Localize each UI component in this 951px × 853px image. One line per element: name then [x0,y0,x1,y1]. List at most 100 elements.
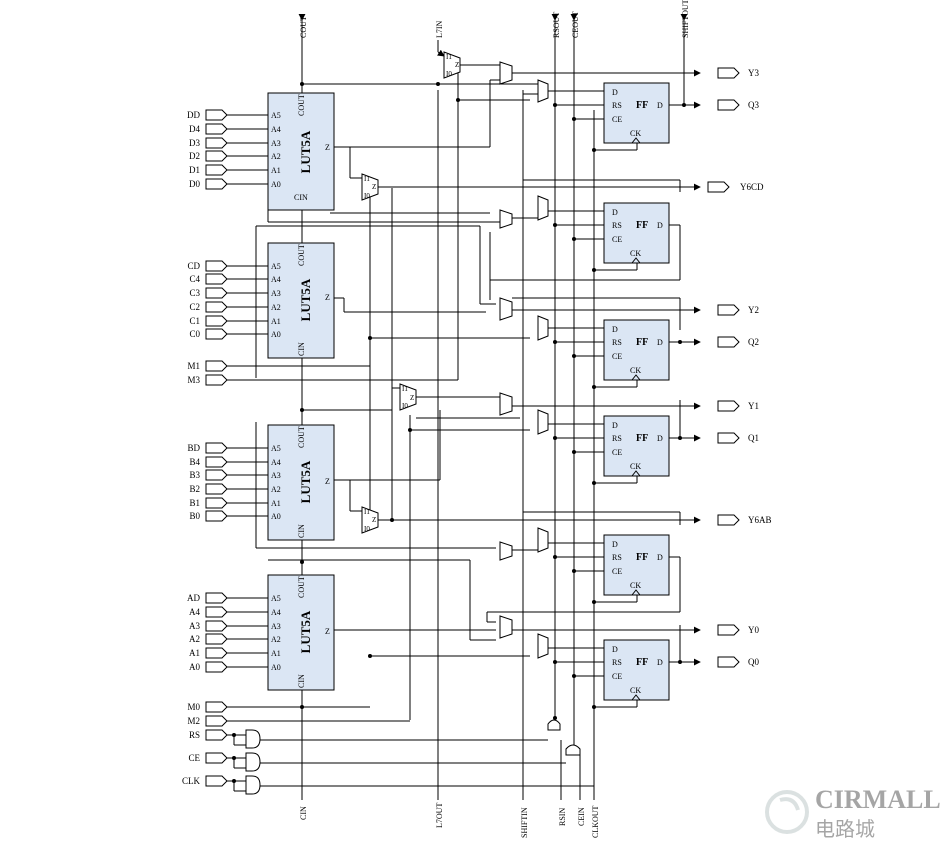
svg-text:D: D [612,645,618,654]
lut-block-a [267,574,335,691]
input-label: C4 [189,274,200,284]
output-label: Q1 [748,433,759,443]
svg-text:FF: FF [636,100,648,111]
rs-ce-gates [547,716,581,800]
input-label: B0 [189,511,200,521]
svg-text:RS: RS [612,658,622,667]
lut-block-d [267,92,335,211]
svg-text:CEOUT: CEOUT [571,11,580,38]
svg-text:D: D [612,208,618,217]
input-label: B4 [189,457,200,467]
svg-text:A2: A2 [271,635,281,644]
lut-title: LUT5A [298,130,313,173]
svg-text:A1: A1 [271,166,281,175]
input-label: D0 [189,179,200,189]
input-label: B3 [189,470,200,480]
input-label: D3 [189,138,200,148]
lut-z: Z [325,293,330,302]
output-label: Y6AB [748,515,772,525]
svg-text:CE: CE [612,448,622,457]
svg-text:CEIN: CEIN [577,807,586,826]
svg-text:CK: CK [630,129,641,138]
svg-text:RS: RS [612,434,622,443]
l7in-arrow [436,40,445,57]
input-label: D2 [189,151,200,161]
svg-text:RS: RS [612,101,622,110]
svg-text:D: D [657,553,663,562]
svg-text:A0: A0 [271,512,281,521]
svg-text:RSIN: RSIN [558,808,567,826]
output-label: Y1 [748,401,759,411]
input-label: RS [189,730,200,740]
svg-text:I1: I1 [364,508,370,516]
output-pins [707,67,740,668]
svg-text:D: D [657,434,663,443]
svg-text:A2: A2 [271,303,281,312]
input-label: M2 [187,716,200,726]
lut-z: Z [325,627,330,636]
input-label: CLK [182,776,201,786]
input-label: M0 [187,702,200,712]
svg-text:CE: CE [612,672,622,681]
input-label: A3 [189,621,200,631]
svg-text:I1: I1 [446,53,452,61]
lut-cin: CIN [297,524,306,538]
control-buffers [227,729,594,795]
ff-wiring [490,69,701,708]
svg-text:SHIFTIN: SHIFTIN [520,807,529,838]
svg-text:A0: A0 [271,180,281,189]
svg-text:CLKOUT: CLKOUT [591,805,600,838]
input-labels: DD D4 D3 D2 D1 D0 CD C4 C3 C2 C1 C0 M1 M… [182,110,201,786]
svg-text:I0: I0 [364,525,370,533]
svg-text:A5: A5 [271,262,281,271]
svg-text:D: D [657,101,663,110]
svg-text:D: D [657,338,663,347]
watermark-logo: CIRMALL 电路城 [765,785,941,841]
svg-text:A5: A5 [271,111,281,120]
svg-text:RSOUT: RSOUT [552,12,561,38]
svg-text:RS: RS [612,338,622,347]
output-label: Y3 [748,68,759,78]
svg-text:CE: CE [612,115,622,124]
input-pins [205,109,458,787]
svg-text:A4: A4 [271,125,281,134]
routing-wires [255,64,701,657]
lut-cout: COUT [297,94,306,116]
input-label: C3 [189,288,200,298]
output-label: Y6CD [740,182,764,192]
svg-text:I1: I1 [402,385,408,393]
ff-input-gates [499,61,549,659]
input-label: BD [187,443,200,453]
watermark-brand: CIRMALL [815,785,941,814]
svg-text:A3: A3 [271,289,281,298]
input-label: C1 [189,316,200,326]
output-label: Y0 [748,625,759,635]
svg-text:Z: Z [410,394,414,402]
lut-title: LUT5A [298,278,313,321]
lut-pin-labels: A5 A4 A3 A2 A1 A0 A5 A4 A3 A2 A1 A0 A5 A… [271,111,281,672]
svg-text:A0: A0 [271,330,281,339]
mux-shapes [361,51,461,534]
svg-text:D: D [612,325,618,334]
lut-labels: LUT5A LUT5A LUT5A LUT5A COUT COUT COUT C… [294,94,330,688]
svg-text:A2: A2 [271,485,281,494]
lut-cin: CIN [294,193,308,202]
svg-text:L7OUT: L7OUT [435,803,444,828]
lut-block-b [267,424,335,541]
svg-text:A5: A5 [271,594,281,603]
lut-cout: COUT [297,426,306,448]
svg-text:A4: A4 [271,458,281,467]
input-label: A2 [189,634,200,644]
flipflop-labels: D RS CE FF D CK D RS CE FF D CK D RS CE … [612,88,663,695]
svg-text:A1: A1 [271,499,281,508]
svg-text:FF: FF [636,220,648,231]
input-label: C0 [189,329,200,339]
svg-text:A0: A0 [271,663,281,672]
lut-title: LUT5A [298,460,313,503]
svg-text:SHIFTOUT: SHIFTOUT [681,0,690,38]
lut-title: LUT5A [298,610,313,653]
lut-cout: COUT [297,576,306,598]
svg-text:CE: CE [612,352,622,361]
input-label: DD [187,110,200,120]
output-label: Y2 [748,305,759,315]
